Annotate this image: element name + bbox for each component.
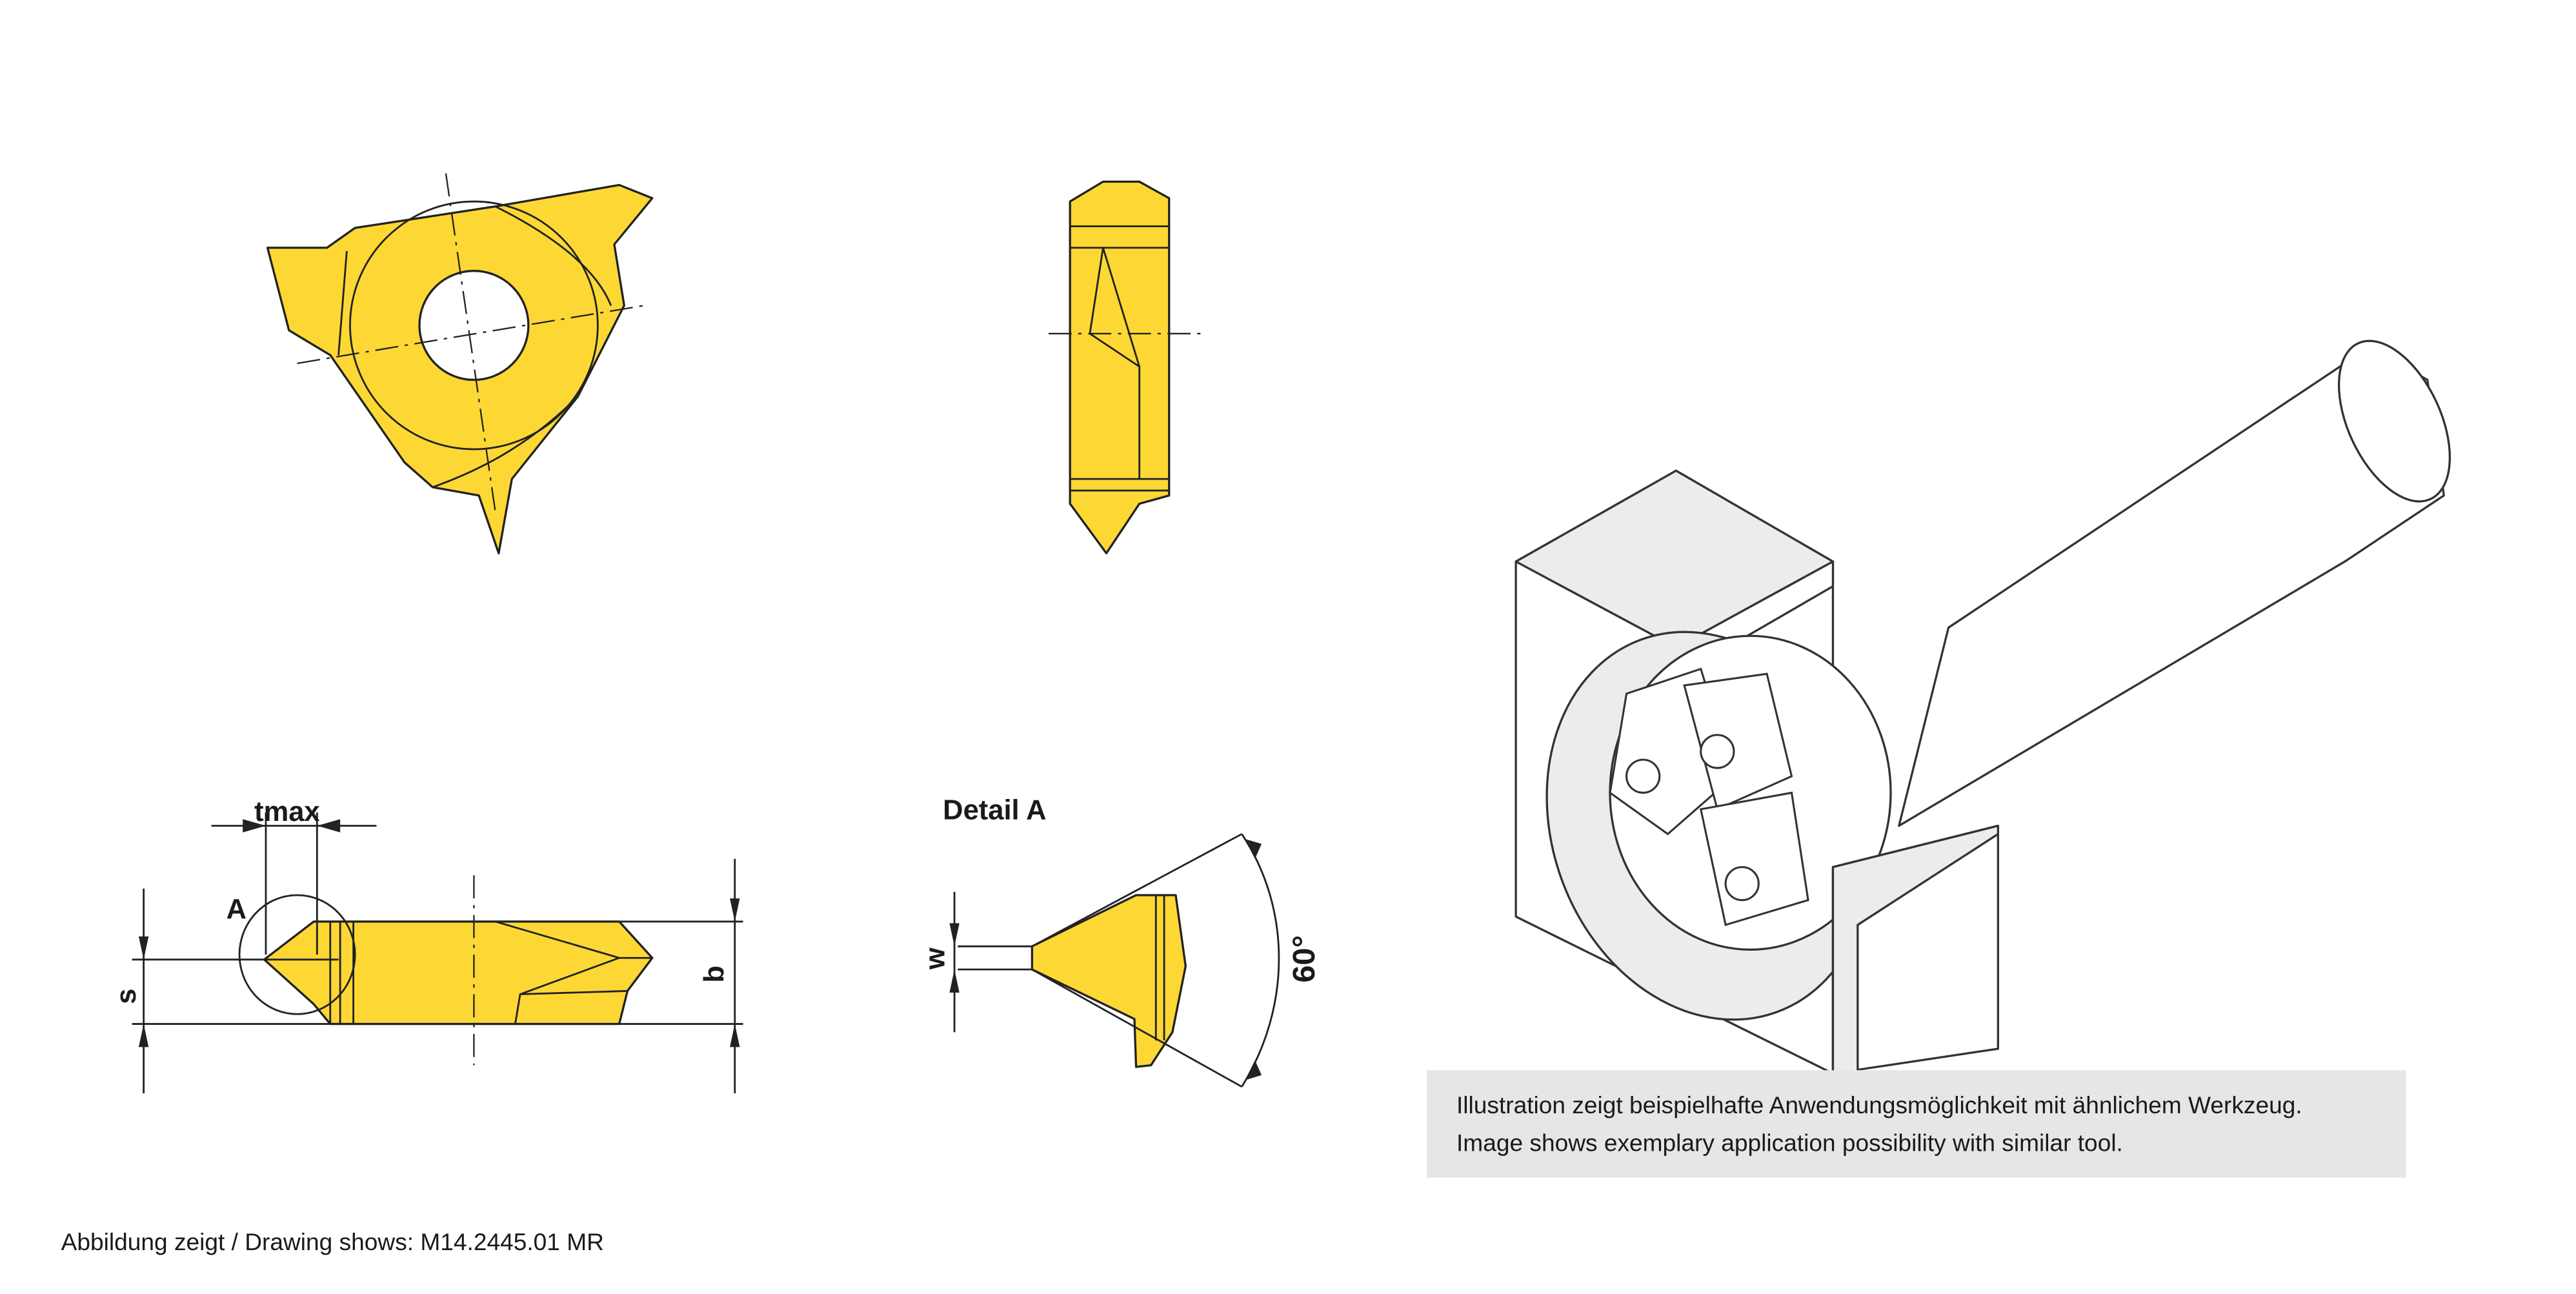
insert-front-view: tmax A s b <box>111 796 743 1094</box>
insert-hole <box>418 270 530 381</box>
insert-side-view <box>1048 180 1202 554</box>
application-illustration <box>1514 339 2451 1075</box>
caption-english: Image shows exemplary application possib… <box>1456 1129 2123 1157</box>
s-dimension-label: s <box>111 989 142 1004</box>
drawing-note: Abbildung zeigt / Drawing shows: M14.244… <box>61 1228 604 1255</box>
w-dimension-label: w <box>920 947 951 970</box>
angle-label: 60° <box>1287 935 1322 983</box>
detail-marker-label: A <box>226 894 247 925</box>
caption-german: Illustration zeigt beispielhafte Anwendu… <box>1456 1091 2302 1118</box>
illustration-caption: Illustration zeigt beispielhafte Anwendu… <box>1426 1070 2406 1178</box>
b-dimension-label: b <box>699 965 730 983</box>
insert-top-view <box>266 173 654 554</box>
detail-a-title: Detail A <box>943 794 1046 825</box>
detail-a-view: Detail A w 60° <box>920 794 1322 1088</box>
tmax-label: tmax <box>254 796 320 827</box>
